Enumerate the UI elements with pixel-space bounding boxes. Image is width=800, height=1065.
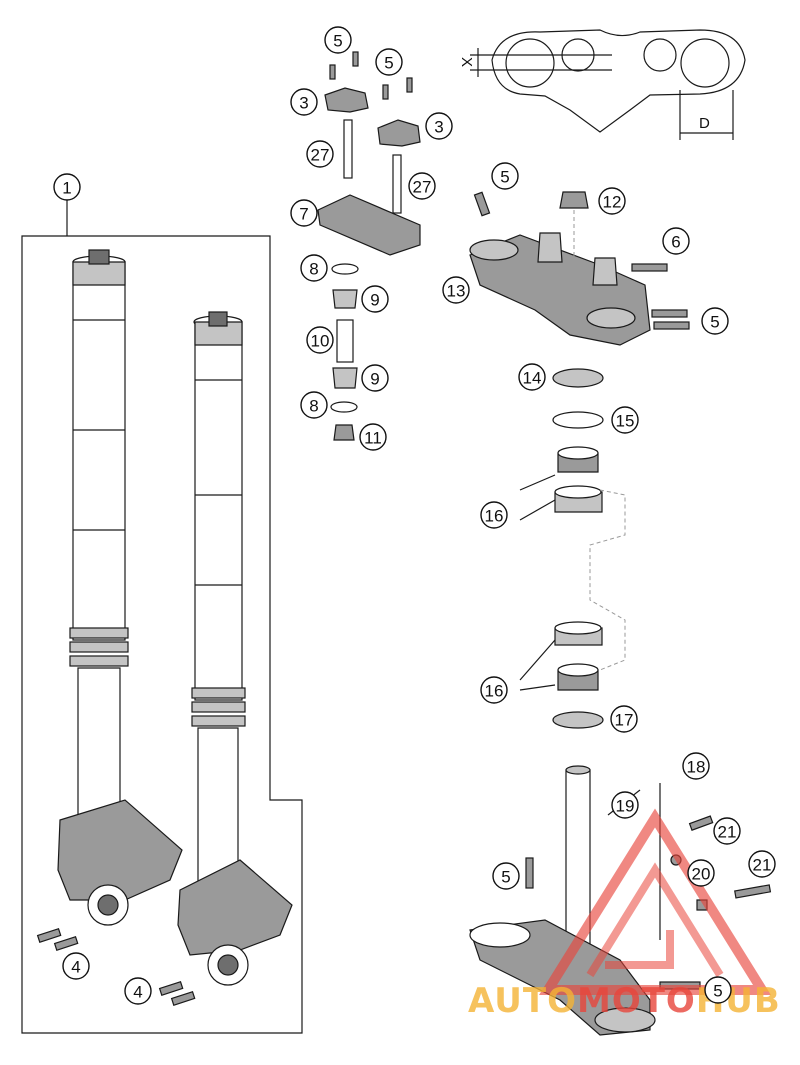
svg-text:21: 21 (753, 856, 772, 875)
callout-17: 17 (610, 705, 638, 733)
svg-text:8: 8 (309, 397, 318, 416)
svg-text:15: 15 (616, 412, 635, 431)
callout-8-a: 8 (300, 254, 328, 282)
svg-text:4: 4 (71, 958, 80, 977)
axle-clamp-bolts-right (158, 980, 196, 1006)
callout-21-b: 21 (748, 850, 776, 878)
callout-5-e: 5 (492, 862, 520, 890)
svg-text:7: 7 (299, 205, 308, 224)
callout-15: 15 (611, 406, 639, 434)
svg-text:27: 27 (311, 146, 330, 165)
callout-20: 20 (687, 859, 715, 887)
callout-7: 7 (290, 199, 318, 227)
svg-text:8: 8 (309, 260, 318, 279)
callout-5-top-a: 5 (324, 26, 352, 54)
callout-5-f: 5 (704, 976, 732, 1004)
callout-4-b: 4 (124, 977, 152, 1005)
callout-14: 14 (518, 363, 546, 391)
callout-11: 11 (359, 423, 387, 451)
svg-text:5: 5 (713, 982, 722, 1001)
svg-text:17: 17 (615, 711, 634, 730)
upper-triple-clamp (469, 191, 690, 346)
callout-10: 10 (306, 326, 334, 354)
svg-text:14: 14 (523, 369, 542, 388)
svg-text:12: 12 (603, 193, 622, 212)
callout-9-b: 9 (361, 364, 389, 392)
callout-18: 18 (682, 752, 710, 780)
svg-text:10: 10 (311, 332, 330, 351)
svg-text:5: 5 (333, 32, 342, 51)
svg-text:16: 16 (485, 682, 504, 701)
steering-bearing-stack (519, 368, 626, 729)
svg-text:21: 21 (718, 823, 737, 842)
callout-3-b: 3 (425, 112, 453, 140)
callout-9-a: 9 (361, 285, 389, 313)
callout-5-c: 5 (491, 162, 519, 190)
svg-text:4: 4 (133, 983, 142, 1002)
svg-text:5: 5 (500, 168, 509, 187)
callout-5-d: 5 (701, 307, 729, 335)
callout-1: 1 (53, 173, 81, 201)
svg-text:20: 20 (692, 865, 711, 884)
callout-8-b: 8 (300, 391, 328, 419)
dimension-x-label: X (458, 57, 475, 67)
handlebar-clamp-parts (317, 51, 421, 441)
axle-clamp-bolts-left (36, 927, 79, 951)
svg-text:5: 5 (710, 313, 719, 332)
callout-16-a: 16 (480, 501, 508, 529)
callout-13: 13 (442, 276, 470, 304)
svg-text:3: 3 (299, 94, 308, 113)
svg-text:1: 1 (62, 179, 71, 198)
svg-text:5: 5 (501, 868, 510, 887)
callout-4-a: 4 (62, 952, 90, 980)
svg-text:9: 9 (370, 370, 379, 389)
svg-text:13: 13 (447, 282, 466, 301)
svg-text:9: 9 (370, 291, 379, 310)
callout-12: 12 (598, 187, 626, 215)
svg-text:5: 5 (384, 54, 393, 73)
fork-assembly-frame (21, 235, 303, 1034)
svg-text:18: 18 (687, 758, 706, 777)
dimension-d-label: D (699, 115, 710, 132)
callout-3-a: 3 (290, 88, 318, 116)
callout-6: 6 (662, 227, 690, 255)
callout-27-a: 27 (306, 140, 334, 168)
triple-clamp-dimension-sketch (470, 29, 746, 140)
callout-5-top-b: 5 (375, 48, 403, 76)
svg-text:16: 16 (485, 507, 504, 526)
callout-21-a: 21 (713, 817, 741, 845)
callout-27-b: 27 (408, 172, 436, 200)
svg-text:6: 6 (671, 233, 680, 252)
callout-16-b: 16 (480, 676, 508, 704)
automotohub-watermark-logo (539, 808, 771, 995)
svg-text:11: 11 (364, 429, 382, 448)
fork-leg-right (177, 311, 293, 986)
callout-19: 19 (611, 791, 639, 819)
svg-text:19: 19 (616, 797, 635, 816)
svg-text:3: 3 (434, 118, 443, 137)
fork-leg-left (57, 249, 183, 926)
svg-text:27: 27 (413, 178, 432, 197)
watermark-text: AUTOMOTOHUB (468, 981, 781, 1021)
